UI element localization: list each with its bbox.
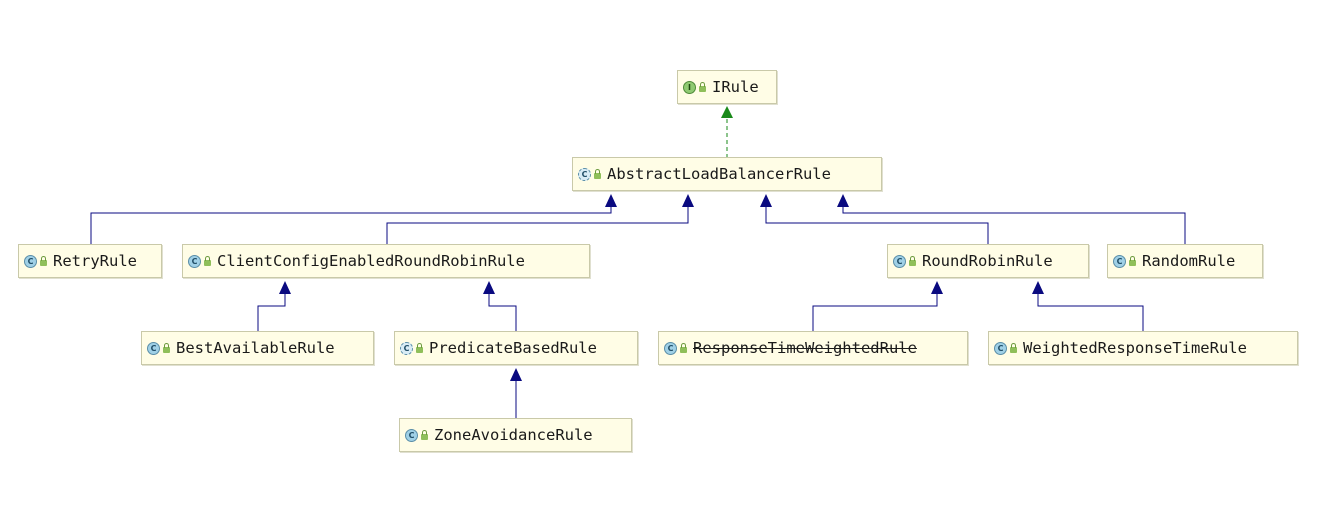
- edge-retry-extends-abstract: [90, 194, 617, 244]
- node-zone-avoidance-rule[interactable]: C ZoneAvoidanceRule: [399, 418, 632, 452]
- edge-zoneavoidance-extends-predicate: [510, 368, 522, 418]
- node-retry-rule[interactable]: C RetryRule: [18, 244, 162, 278]
- node-abstract-load-balancer-rule[interactable]: C AbstractLoadBalancerRule: [572, 157, 882, 191]
- node-weighted-response-time-rule[interactable]: C WeightedResponseTimeRule: [988, 331, 1298, 365]
- node-client-config-enabled-round-robin-rule[interactable]: C ClientConfigEnabledRoundRobinRule: [182, 244, 590, 278]
- class-icon: C: [188, 254, 201, 268]
- class-icon: C: [664, 341, 677, 355]
- lock-icon: [594, 168, 601, 179]
- lock-icon: [699, 81, 706, 92]
- edge-clientconfig-extends-abstract: [386, 194, 694, 244]
- node-label: AbstractLoadBalancerRule: [607, 165, 831, 183]
- edge-abstract-implements-irule: [721, 106, 733, 158]
- edge-random-extends-abstract: [837, 194, 1186, 244]
- edge-predicate-extends-clientconfig: [483, 281, 517, 331]
- node-label: RandomRule: [1142, 252, 1236, 270]
- class-icon: C: [893, 254, 906, 268]
- lock-icon: [1129, 255, 1136, 266]
- node-predicate-based-rule[interactable]: C PredicateBasedRule: [394, 331, 638, 365]
- node-label: RetryRule: [53, 252, 137, 270]
- node-random-rule[interactable]: C RandomRule: [1107, 244, 1263, 278]
- lock-icon: [680, 342, 687, 353]
- node-label: RoundRobinRule: [922, 252, 1053, 270]
- class-icon: C: [1113, 254, 1126, 268]
- lock-icon: [909, 255, 916, 266]
- node-label: BestAvailableRule: [176, 339, 335, 357]
- class-icon: C: [994, 341, 1007, 355]
- class-icon: C: [147, 341, 160, 355]
- lock-icon: [204, 255, 211, 266]
- abstract-class-icon: C: [578, 167, 591, 181]
- lock-icon: [416, 342, 423, 353]
- node-label: IRule: [712, 78, 759, 96]
- node-irule[interactable]: I IRule: [677, 70, 777, 104]
- edge-weightedresponse-extends-roundrobin: [1032, 281, 1144, 331]
- lock-icon: [163, 342, 170, 353]
- interface-icon: I: [683, 80, 696, 94]
- node-label: ClientConfigEnabledRoundRobinRule: [217, 252, 525, 270]
- abstract-class-icon: C: [400, 341, 413, 355]
- lock-icon: [1010, 342, 1017, 353]
- node-best-available-rule[interactable]: C BestAvailableRule: [141, 331, 374, 365]
- lock-icon: [421, 429, 428, 440]
- edge-bestavailable-extends-clientconfig: [257, 281, 291, 331]
- class-icon: C: [405, 428, 418, 442]
- node-label: PredicateBasedRule: [429, 339, 597, 357]
- node-label: ResponseTimeWeightedRule: [693, 339, 917, 357]
- class-icon: C: [24, 254, 37, 268]
- lock-icon: [40, 255, 47, 266]
- node-label: WeightedResponseTimeRule: [1023, 339, 1247, 357]
- edge-responsetime-extends-roundrobin: [812, 281, 943, 331]
- node-round-robin-rule[interactable]: C RoundRobinRule: [887, 244, 1089, 278]
- node-response-time-weighted-rule[interactable]: C ResponseTimeWeightedRule: [658, 331, 968, 365]
- node-label: ZoneAvoidanceRule: [434, 426, 593, 444]
- edge-roundrobin-extends-abstract: [760, 194, 989, 244]
